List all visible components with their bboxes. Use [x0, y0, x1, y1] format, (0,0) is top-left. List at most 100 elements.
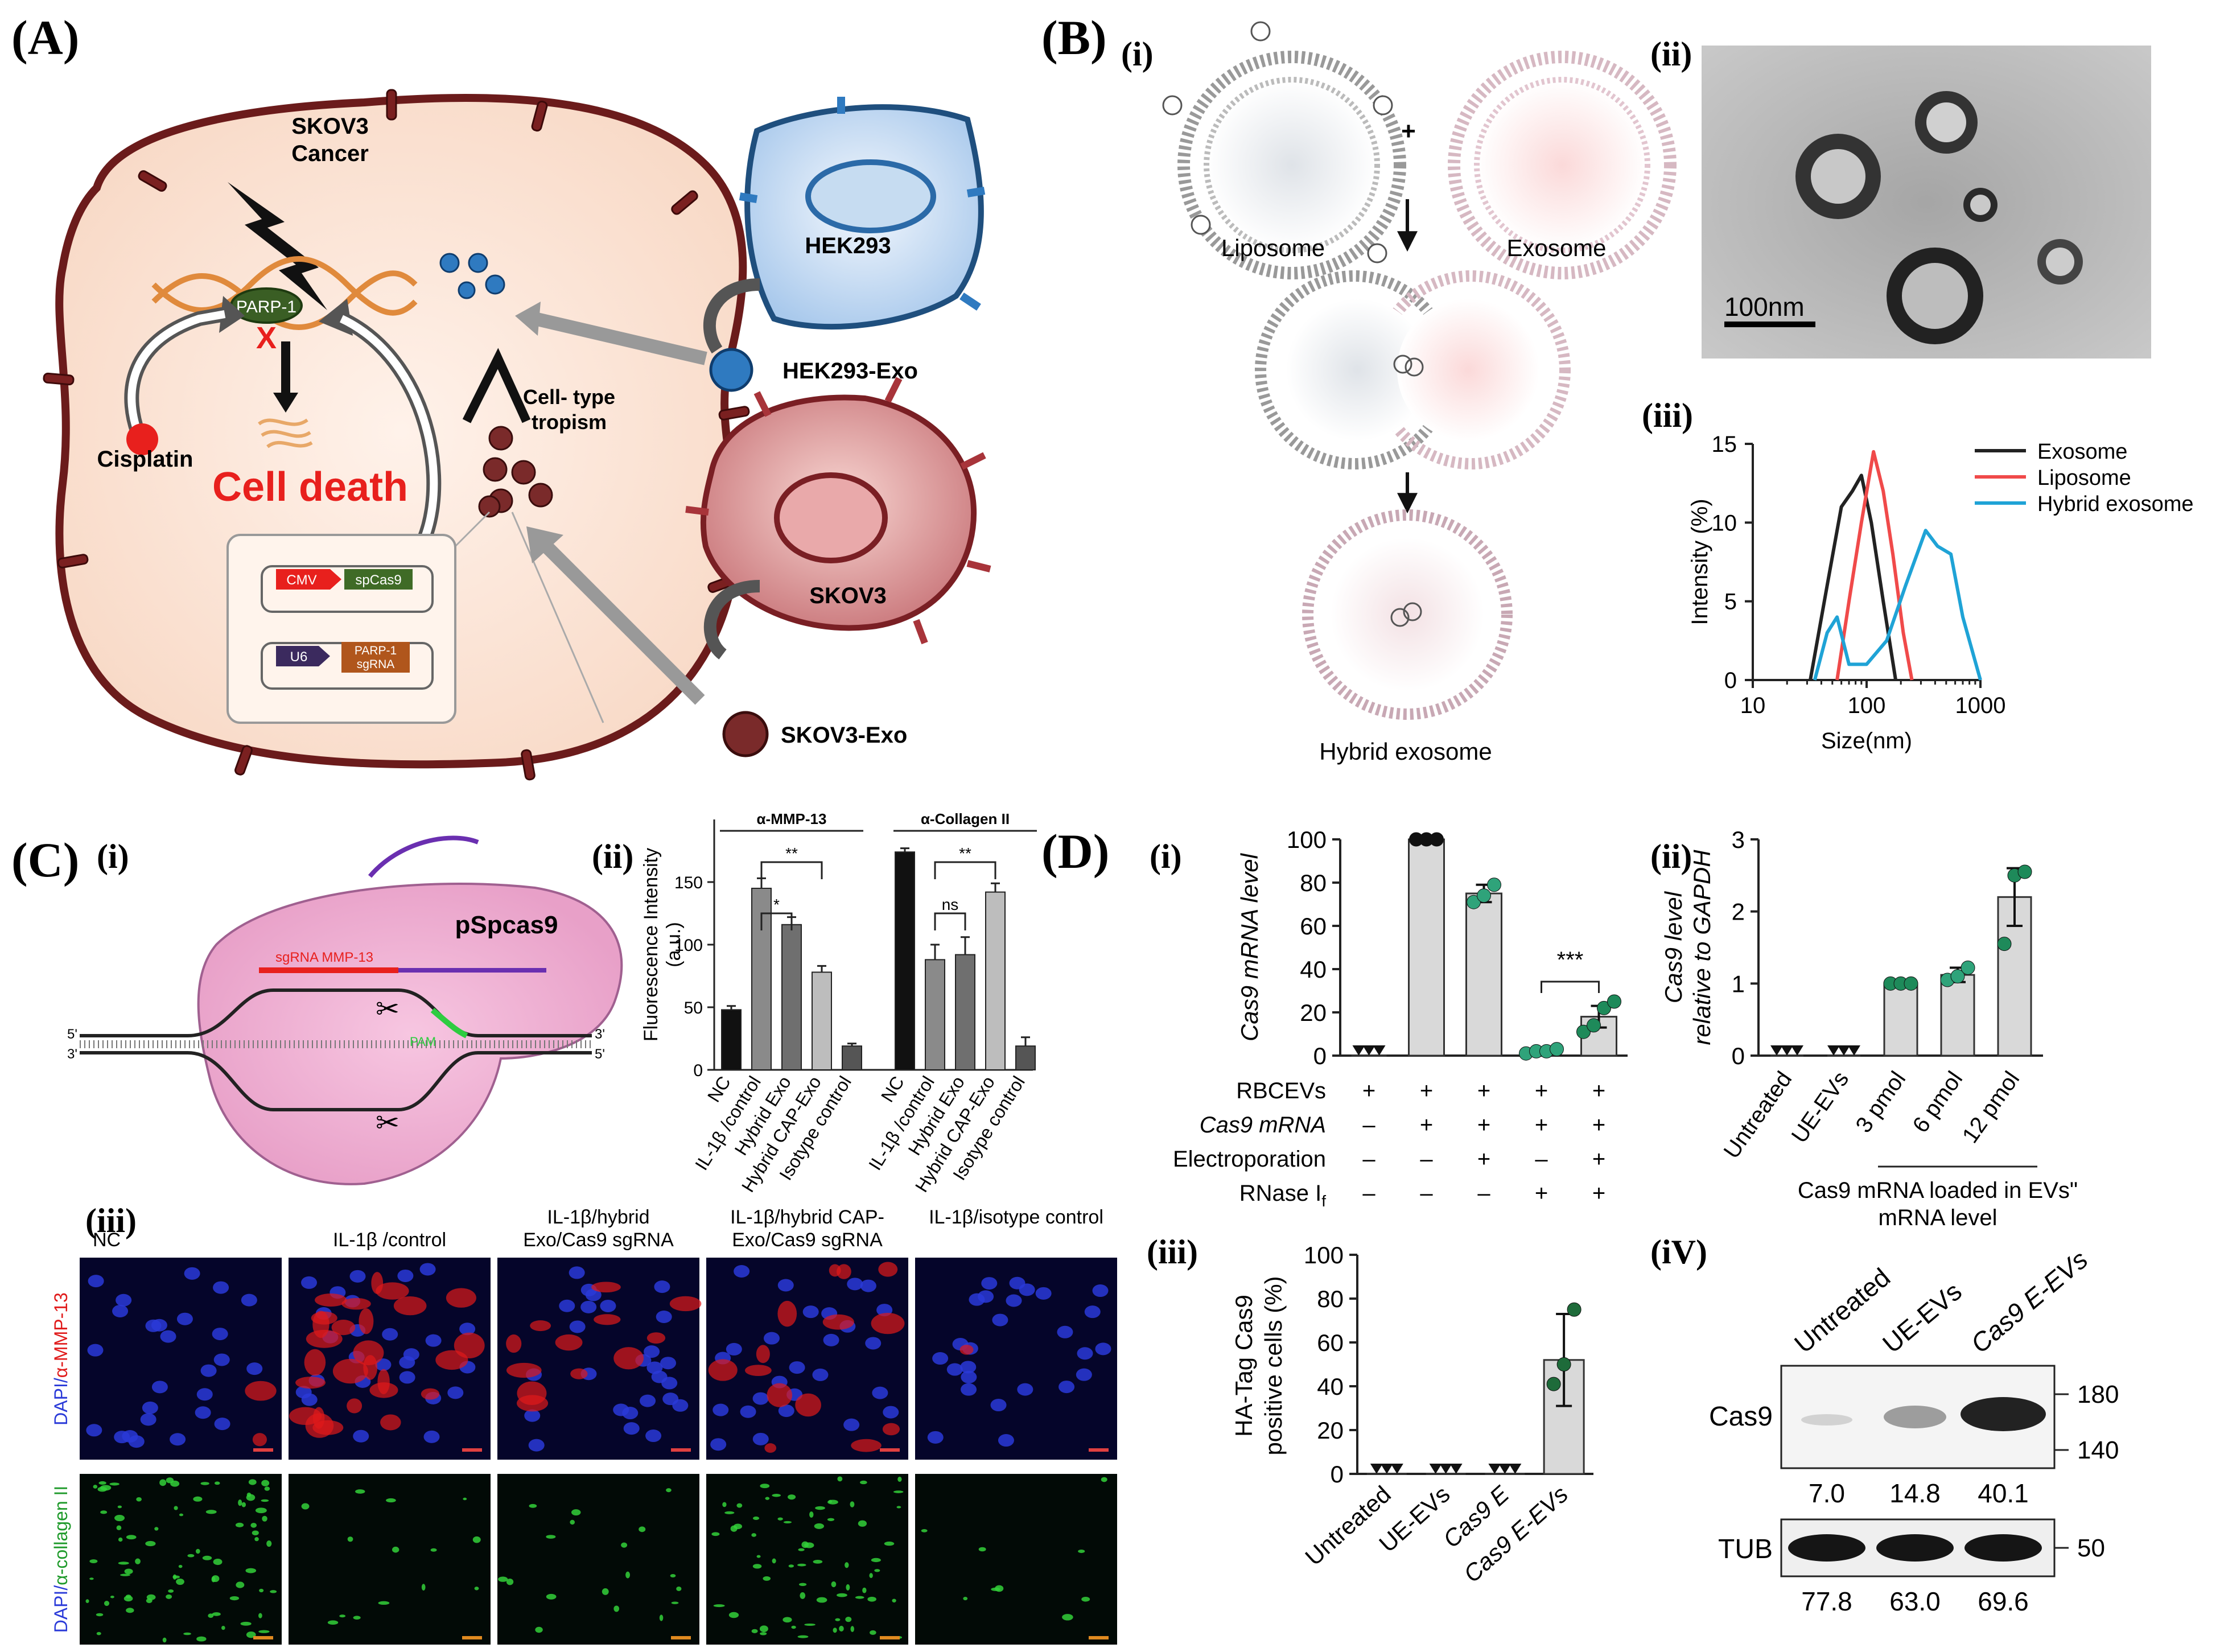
- broken-dna-icon: [258, 418, 313, 448]
- u6-promoter: [276, 646, 330, 666]
- micro-nucleus: [1009, 1276, 1025, 1290]
- micro-collagen-signal: [797, 1563, 806, 1567]
- micro-collagen-signal: [897, 1476, 902, 1482]
- micro-collagen-signal: [659, 1614, 664, 1621]
- d-ii-bracket-label-line: Cas9 mRNA loaded in EVs": [1798, 1178, 2078, 1203]
- micro-collagen-signal: [497, 1576, 508, 1582]
- micro-nucleus: [992, 1313, 1008, 1326]
- micro-column-label: NC: [93, 1229, 121, 1251]
- micro-collagen-signal: [246, 1494, 256, 1501]
- d-iii-point: [1429, 1464, 1442, 1474]
- micro-nucleus: [116, 1293, 132, 1307]
- d-i-point: [1607, 994, 1621, 1009]
- cas9-protein: [197, 883, 623, 1185]
- d-ii-ytick-label: 2: [1732, 899, 1745, 925]
- micro-nucleus: [865, 1337, 882, 1350]
- d-iii-point: [1439, 1464, 1452, 1474]
- c-ii-bar: [721, 1009, 742, 1071]
- micro-nucleus: [927, 1431, 944, 1444]
- micro-mmp13-signal: [767, 1383, 793, 1407]
- sgrna-label: sgRNA MMP-13: [275, 950, 373, 965]
- b-iii-series-liposome: [1835, 450, 1914, 681]
- micro-nucleus: [86, 1424, 102, 1437]
- micro-row-label-marker: α-MMP-13: [51, 1292, 71, 1378]
- micro-nucleus: [447, 1386, 464, 1399]
- micro-mmp13-signal: [252, 1433, 267, 1447]
- c-ii-sig-bracket: [934, 861, 996, 879]
- micro-mmp13-signal: [421, 1388, 440, 1400]
- micro-collagen-signal: [896, 1506, 901, 1509]
- d-iii-ytick-label: 0: [1331, 1461, 1344, 1488]
- micro-mmp13-signal: [516, 1395, 549, 1412]
- micro-collagen-signal: [211, 1576, 216, 1583]
- d-iii-point: [1380, 1464, 1393, 1474]
- panel-c-i: pSpcas9 sgRNA MMP-13 5' 3' 3' 5' PAM ✂ ✂: [67, 835, 623, 1185]
- d-i-sig-bracket: [1541, 981, 1600, 993]
- d-i-ytick-label: 100: [1287, 826, 1327, 853]
- micro-collagen-signal: [136, 1497, 142, 1502]
- c-ii-bar: [812, 971, 832, 1071]
- micro-nucleus: [176, 1312, 193, 1325]
- micro-collagen-signal: [120, 1573, 130, 1576]
- micro-collagen-signal: [728, 1612, 739, 1618]
- micro-collagen-signal: [893, 1490, 904, 1493]
- micro-collagen-signal: [126, 1608, 134, 1613]
- c-ii-error-bar: [1021, 1036, 1030, 1047]
- dna-helix-icon: [151, 256, 418, 330]
- micro-collagen-signal: [241, 1502, 246, 1507]
- micro-collagen-signal: [179, 1513, 184, 1517]
- micro-collagen-signal: [214, 1481, 220, 1485]
- wb-lane-label: Untreated: [1789, 1262, 1896, 1359]
- micro-collagen-signal: [116, 1525, 122, 1530]
- micro-nucleus: [569, 1320, 586, 1333]
- micro-collagen-signal: [884, 1541, 895, 1546]
- d-i-point: [1430, 832, 1444, 847]
- c-ii-error-bar: [930, 944, 940, 960]
- micro-nucleus: [600, 1299, 616, 1312]
- d-i-condition-mark: +: [1592, 1078, 1605, 1103]
- skov3-exo-label: SKOV3-Exo: [781, 723, 907, 748]
- micro-nucleus: [195, 1406, 211, 1419]
- micro-collagen-signal: [711, 1532, 720, 1536]
- micro-collagen-signal: [183, 1632, 191, 1635]
- micro-collagen-signal: [104, 1600, 110, 1606]
- d-iii-ylabel-line: HA-Tag Cas9: [1230, 1295, 1257, 1437]
- micro-collagen-signal: [162, 1637, 167, 1643]
- micro-collagen-signal: [261, 1499, 269, 1502]
- micro-mmp13-signal: [312, 1420, 344, 1435]
- b-iii-ylabel: Intensity (%): [1687, 499, 1712, 625]
- micro-collagen-signal: [96, 1632, 101, 1635]
- micro-nucleus: [660, 1357, 677, 1370]
- d-ii-category-label: 6 pmol: [1908, 1067, 1967, 1138]
- c-ii-bar: [781, 924, 802, 1071]
- skov3-nucleus: [774, 472, 888, 563]
- micro-collagen-signal: [759, 1625, 768, 1633]
- hek293-nucleus: [805, 159, 936, 233]
- micro-mmp13-signal: [359, 1308, 374, 1334]
- d-i-condition-label: Electroporation: [1173, 1147, 1326, 1172]
- micro-collagen-signal: [850, 1626, 854, 1632]
- micro-collagen-signal: [809, 1511, 814, 1518]
- micro-mmp13-signal: [744, 1365, 772, 1377]
- micro-collagen-signal: [301, 1503, 310, 1510]
- cmv-label: CMV: [286, 572, 316, 588]
- tem-scale-label: 100nm: [1724, 292, 1805, 322]
- c-ii-sig-bracket: [760, 861, 823, 879]
- micro-collagen-signal: [991, 1587, 1000, 1591]
- micro-collagen-signal: [871, 1558, 881, 1563]
- wb-row-label-cas9: Cas9: [1709, 1402, 1773, 1432]
- micro-collagen-signal: [869, 1573, 873, 1579]
- micro-collagen-signal: [833, 1628, 837, 1633]
- micro-collagen-signal: [804, 1623, 816, 1626]
- micro-collagen-signal: [837, 1476, 843, 1482]
- c-ii-error-bar: [847, 1043, 856, 1047]
- micro-nucleus: [1035, 1287, 1052, 1300]
- micro-nucleus: [142, 1401, 158, 1414]
- panel-label-c-iii: (iii): [85, 1202, 137, 1239]
- micro-mmp13-signal: [708, 1359, 738, 1381]
- membrane-receptors: [43, 89, 750, 781]
- micro-mmp13-signal: [851, 1439, 882, 1452]
- b-iii-series-exosome: [1809, 473, 1898, 681]
- d-i-ylabel: Cas9 mRNA level: [1236, 852, 1263, 1041]
- micro-nucleus: [883, 1406, 899, 1419]
